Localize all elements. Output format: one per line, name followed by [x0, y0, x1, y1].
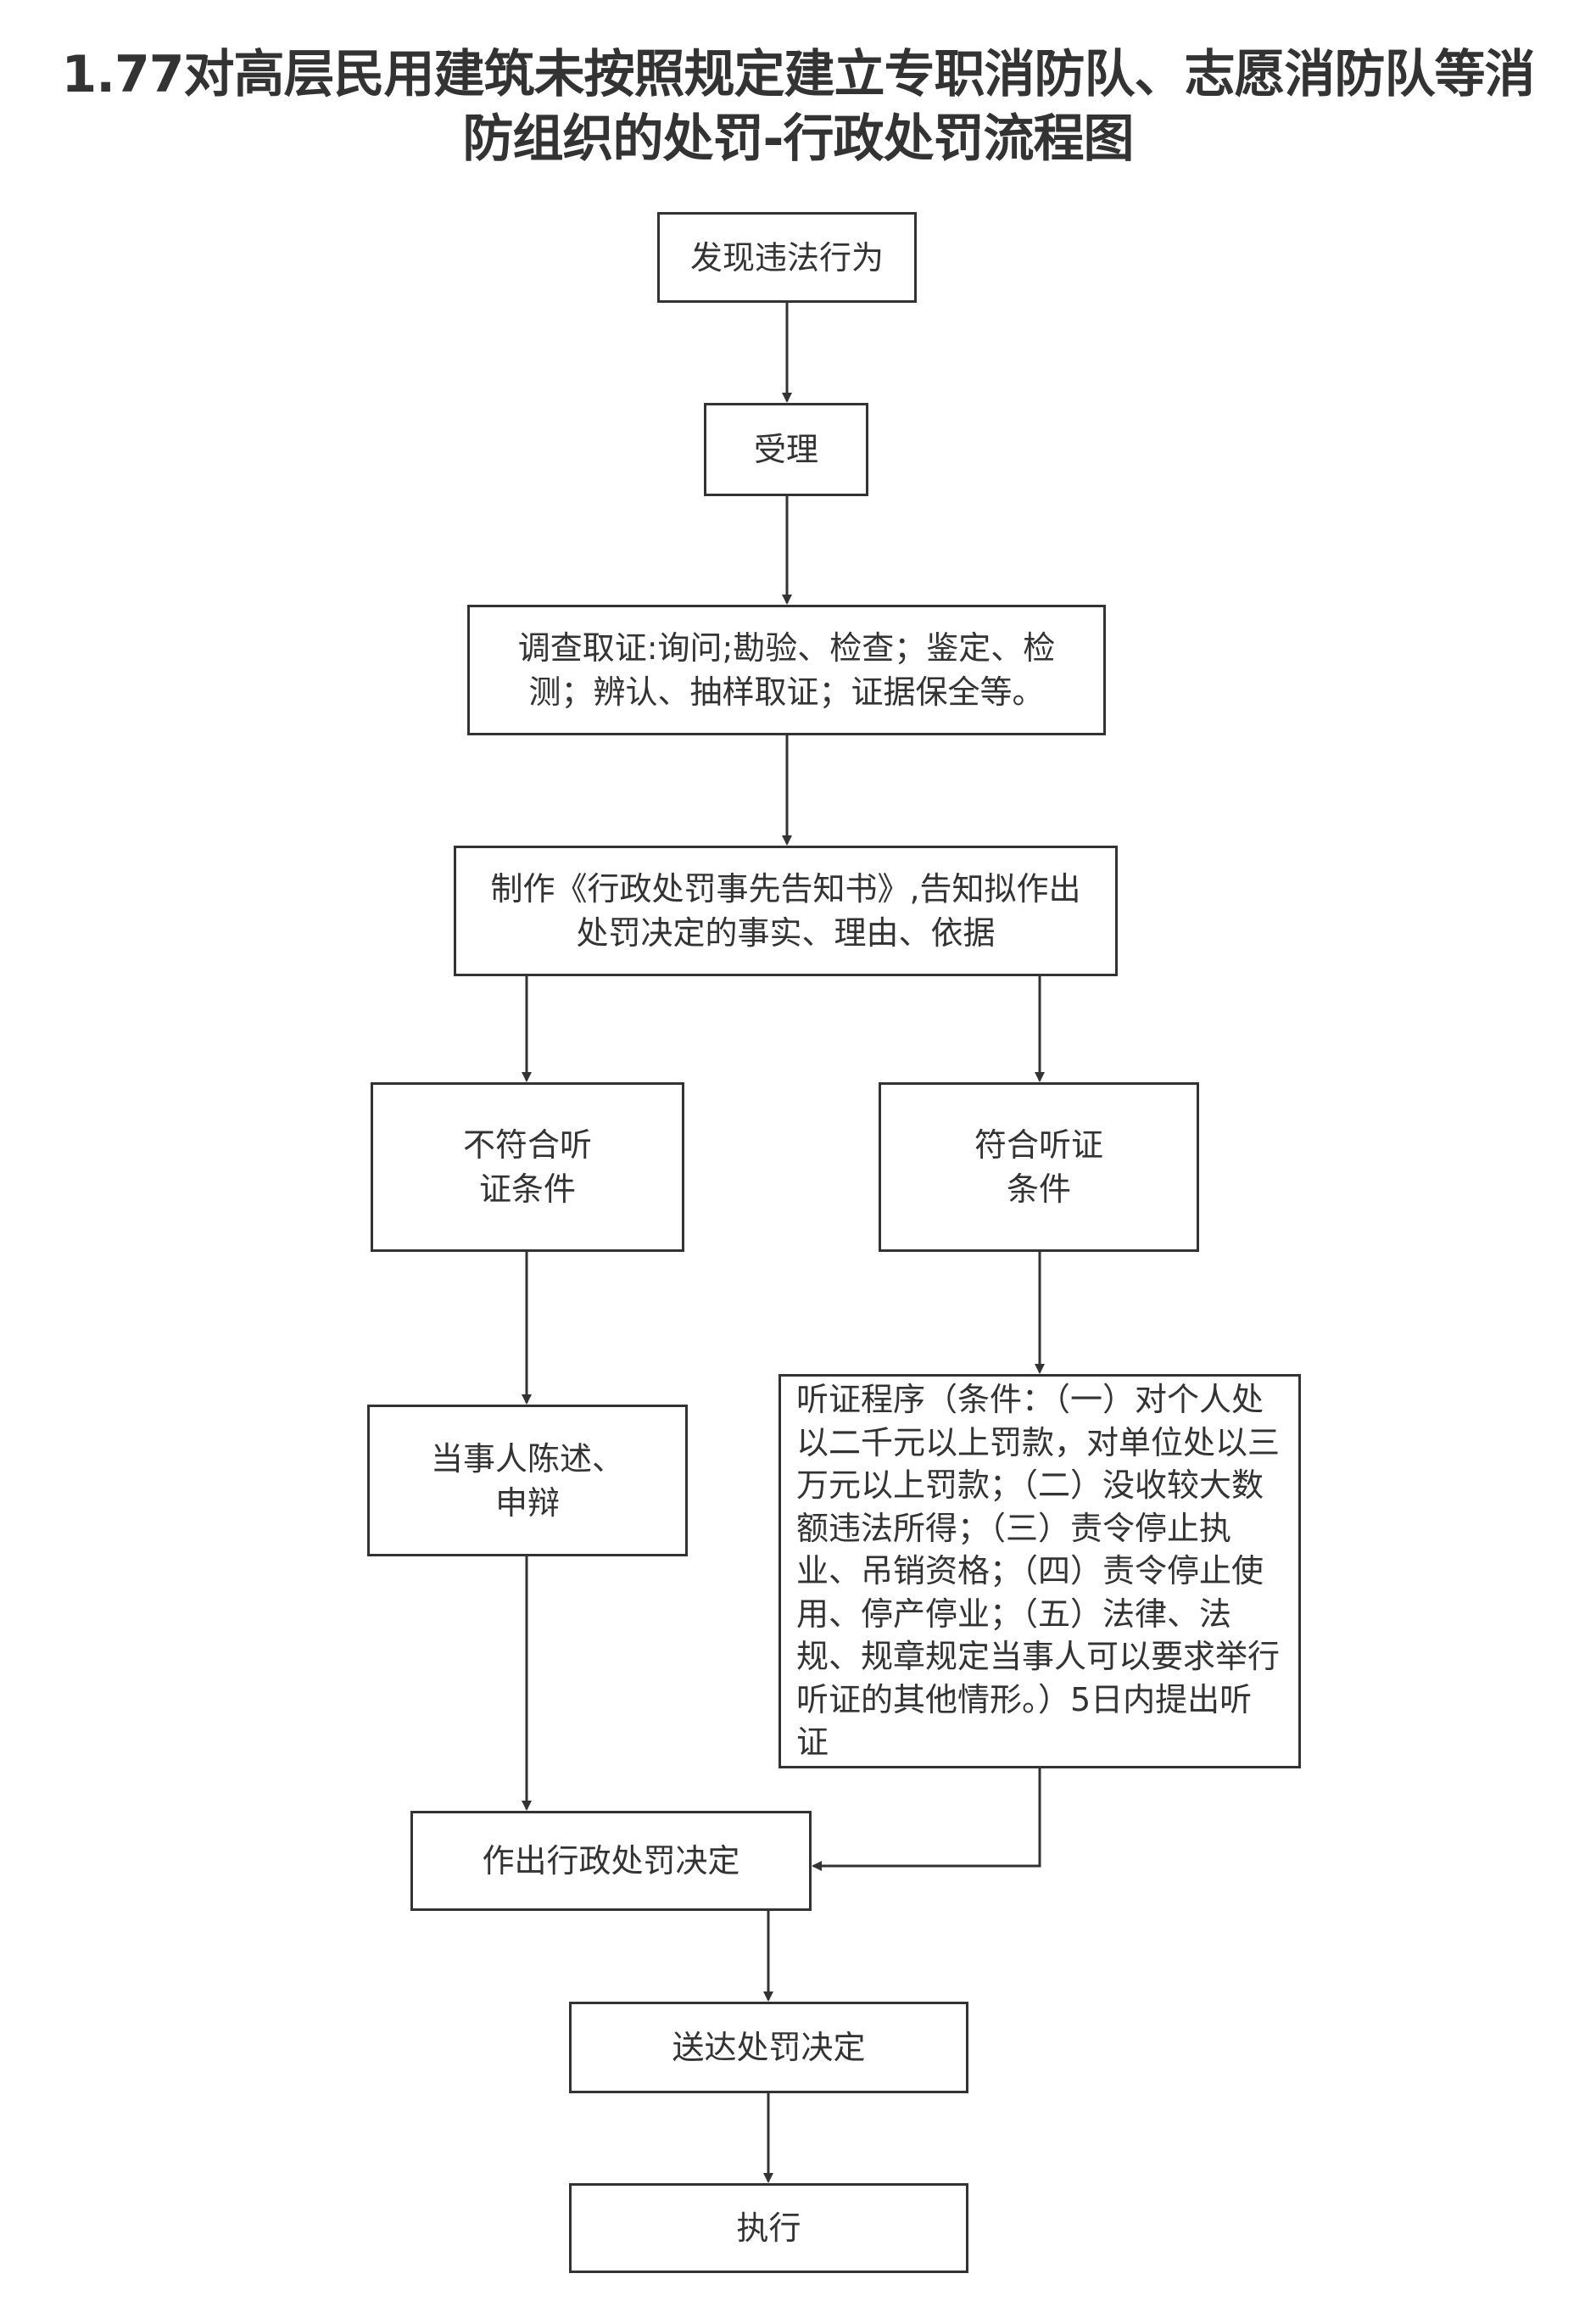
- node-decision-label: 作出行政处罚决定: [482, 1842, 740, 1880]
- node-notice: 制作《行政处罚事先告知书》,告知拟作出处罚决定的事实、理由、依据: [454, 846, 1118, 976]
- title-line-1: 1.77对高层民用建筑未按照规定建立专职消防队、志愿消防队等消: [61, 45, 1535, 104]
- node-decision: 作出行政处罚决定: [410, 1811, 812, 1911]
- node-notice-label: 制作《行政处罚事先告知书》,告知拟作出处罚决定的事实、理由、依据: [490, 870, 1081, 952]
- node-investigate: 调查取证:询问;勘验、检查；鉴定、检测；辨认、抽样取证；证据保全等。: [467, 605, 1106, 735]
- node-eligible: 符合听证条件: [879, 1082, 1199, 1252]
- node-accept-label: 受理: [753, 431, 818, 468]
- node-not-eligible: 不符合听证条件: [371, 1082, 684, 1252]
- node-deliver: 送达处罚决定: [569, 2002, 968, 2093]
- node-accept: 受理: [704, 403, 868, 496]
- node-hearing-label: 听证程序（条件：（一）对个人处以二千元以上罚款，对单位处以三万元以上罚款；（二）…: [796, 1381, 1281, 1762]
- node-statement-label: 当事人陈述、申辩: [430, 1439, 624, 1522]
- page-title: 1.77对高层民用建筑未按照规定建立专职消防队、志愿消防队等消 防组织的处罚-行…: [34, 42, 1562, 171]
- node-statement: 当事人陈述、申辩: [367, 1405, 688, 1556]
- node-execute: 执行: [569, 2183, 968, 2273]
- node-not-eligible-label: 不符合听证条件: [462, 1126, 592, 1208]
- title-line-2: 防组织的处罚-行政处罚流程图: [462, 109, 1135, 169]
- node-investigate-label: 调查取证:询问;勘验、检查；鉴定、检测；辨认、抽样取证；证据保全等。: [517, 629, 1056, 711]
- arrow-hearing-to-decision: [812, 1768, 1041, 1871]
- node-execute-label: 执行: [736, 2209, 801, 2247]
- node-discover: 发现违法行为: [657, 212, 917, 303]
- node-deliver-label: 送达处罚决定: [672, 2029, 866, 2066]
- node-discover-label: 发现违法行为: [689, 238, 884, 277]
- node-hearing: 听证程序（条件：（一）对个人处以二千元以上罚款，对单位处以三万元以上罚款；（二）…: [778, 1374, 1301, 1768]
- node-eligible-label: 符合听证条件: [974, 1126, 1104, 1208]
